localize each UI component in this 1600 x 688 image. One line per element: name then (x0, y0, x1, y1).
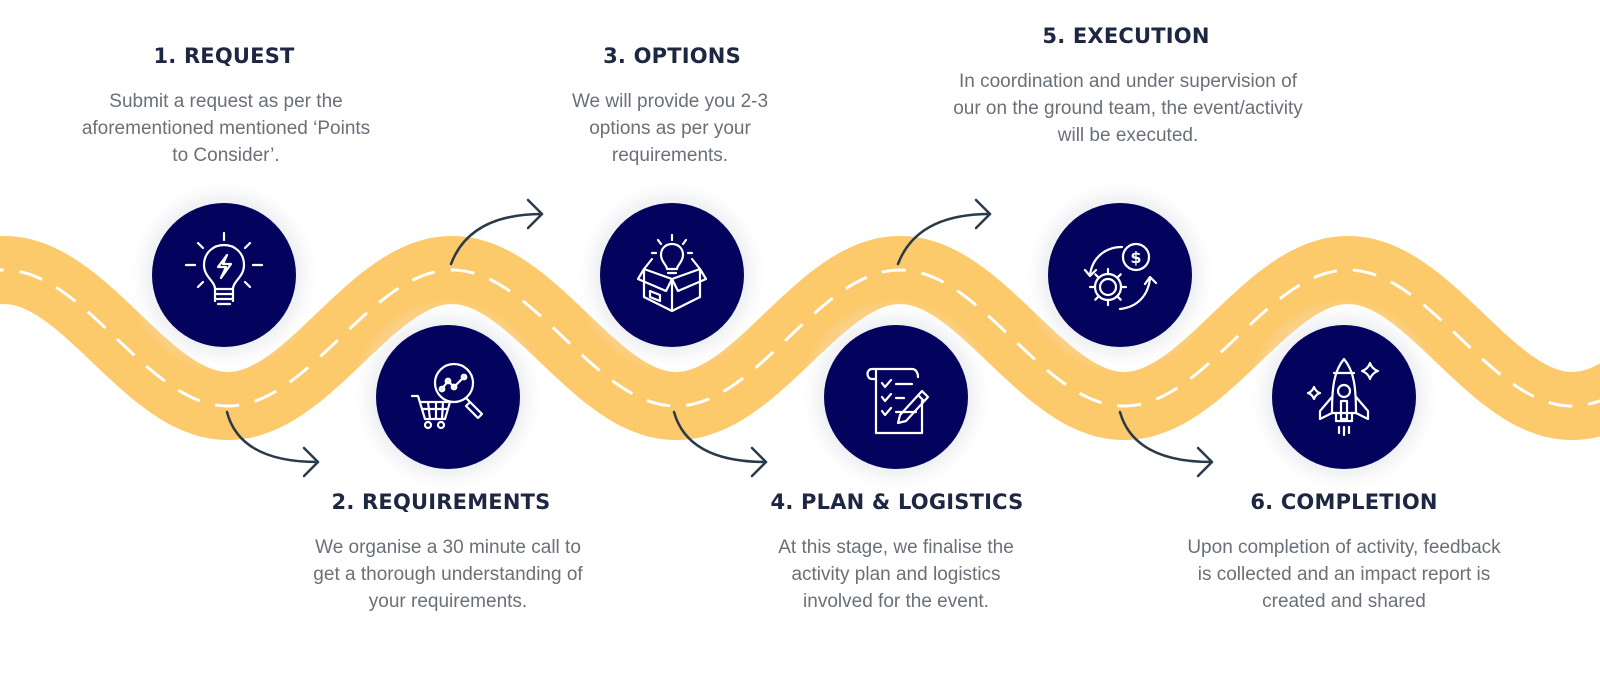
step-5-desc-line: our on the ground team, the event/activi… (953, 98, 1303, 119)
road-center-dashes (0, 268, 1600, 408)
step-4-badge (824, 325, 968, 469)
step-3-desc-line: options as per your (589, 118, 751, 139)
lightbulb-bolt-icon (184, 231, 264, 306)
step-1-title: 1. REQUEST (153, 44, 295, 68)
step-4-desc-line: activity plan and logistics (791, 564, 1001, 585)
step-6-title: 6. COMPLETION (1250, 490, 1438, 514)
box-idea-icon (636, 233, 708, 313)
step-6-description: Upon completion of activity, feedback is… (1187, 534, 1500, 615)
step-6-desc-line: Upon completion of activity, feedback (1187, 537, 1501, 558)
step-5-desc-line: will be executed. (1057, 125, 1199, 146)
step-4-desc-line: At this stage, we finalise the (778, 537, 1014, 558)
step-2-desc-line: your requirements. (368, 591, 528, 612)
arrows (225, 198, 1214, 478)
checklist-pencil-icon (866, 367, 930, 435)
step-1-desc-line: Submit a request as per the (109, 91, 343, 112)
step-5-desc-line: In coordination and under supervision of (958, 71, 1298, 92)
step-2-desc-line: We organise a 30 minute call to (315, 537, 581, 558)
cart-analytics-icon (410, 362, 484, 430)
step-1-description: Submit a request as per the aforemention… (82, 88, 370, 169)
gear-money-cycle-icon: $ (1083, 242, 1158, 311)
step-3-description: We will provide you 2-3 options as per y… (572, 88, 768, 169)
step-3-title: 3. OPTIONS (603, 44, 741, 68)
step-2-badge (376, 325, 520, 469)
step-3-desc-line: We will provide you 2-3 (571, 91, 769, 112)
step-2-circle (376, 325, 520, 469)
arrow-step5-to-step6-icon (1118, 410, 1214, 478)
step-4-title: 4. PLAN & LOGISTICS (770, 490, 1024, 514)
step-3-desc-line: requirements. (611, 145, 729, 166)
rocket-icon (1306, 357, 1380, 437)
step-4-description: At this stage, we finalise the activity … (778, 534, 1014, 615)
step-1-desc-line: to Consider’. (172, 145, 280, 166)
arrow-step1-to-step2-icon (225, 410, 320, 478)
step-2-title: 2. REQUIREMENTS (331, 490, 551, 514)
step-5-title: 5. EXECUTION (1042, 24, 1210, 48)
step-3-badge (600, 203, 744, 347)
arrow-step4-to-step5-icon (896, 198, 992, 266)
step-4-desc-line: involved for the event. (803, 591, 989, 612)
step-6-badge (1272, 325, 1416, 469)
step-1-badge (152, 203, 296, 347)
step-5-description: In coordination and under supervision of… (953, 68, 1303, 149)
step-3-circle (600, 203, 744, 347)
step-2-description: We organise a 30 minute call to get a th… (313, 534, 582, 615)
step-5-badge: $ (1048, 203, 1192, 347)
step-1-desc-line: aforementioned mentioned ‘Points (81, 118, 371, 139)
step-2-desc-line: get a thorough understanding of (313, 564, 583, 585)
arrow-step2-to-step3-icon (449, 198, 544, 266)
step-6-desc-line: is collected and an impact report is (1197, 564, 1491, 585)
svg-text:$: $ (1130, 248, 1141, 267)
step-circles: $ (152, 203, 1416, 469)
arrow-step3-to-step4-icon (672, 410, 768, 478)
road (0, 235, 1600, 441)
step-6-desc-line: created and shared (1262, 591, 1426, 612)
